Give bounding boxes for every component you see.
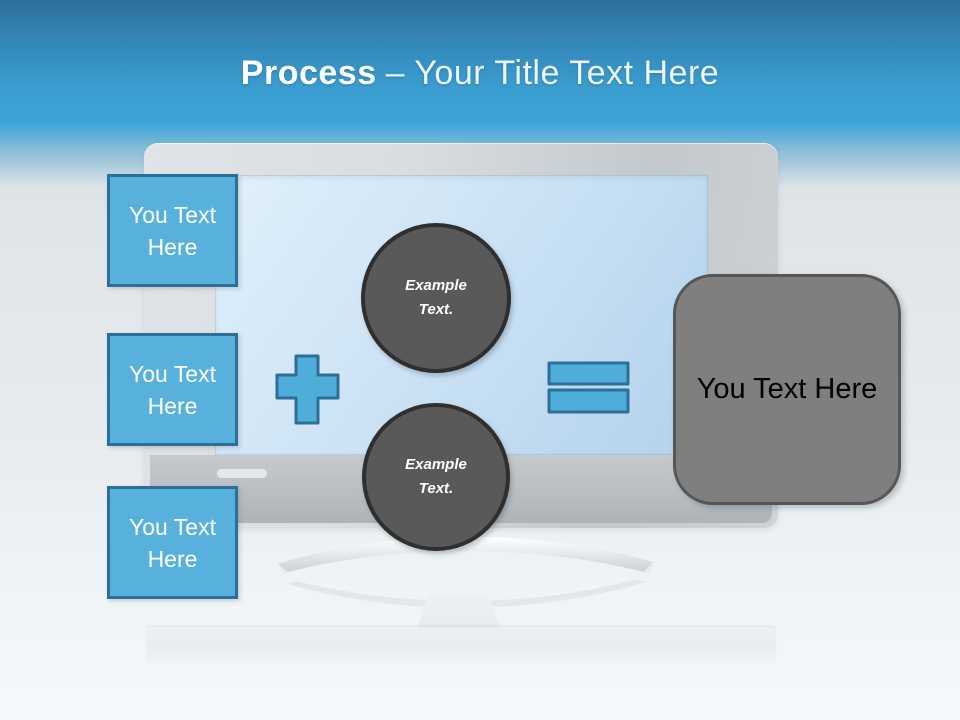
tv-stand-neck xyxy=(417,595,500,630)
slide-title-rest: – Your Title Text Here xyxy=(385,54,720,92)
example-circle-2: Example Text. xyxy=(362,403,510,551)
tv-base-shadow xyxy=(147,627,775,662)
example-circle-2-label: Example Text. xyxy=(405,456,467,497)
input-box-2-label: You Text Here xyxy=(129,360,216,419)
slide-title: Process– Your Title Text Here xyxy=(0,54,960,93)
example-circle-1-label: Example Text. xyxy=(405,277,467,318)
tv-logo-pill xyxy=(217,469,267,478)
input-box-1-label: You Text Here xyxy=(129,201,216,260)
input-box-2: You Text Here xyxy=(107,333,238,446)
result-box-label: You Text Here xyxy=(696,373,878,405)
input-box-3: You Text Here xyxy=(107,486,238,599)
slide-title-bold: Process xyxy=(240,54,377,92)
example-circle-1: Example Text. xyxy=(361,223,511,373)
result-box: You Text Here xyxy=(673,274,901,505)
equals-icon xyxy=(547,361,630,414)
input-box-3-label: You Text Here xyxy=(129,513,216,572)
tv-stand-icon xyxy=(278,536,653,608)
input-box-1: You Text Here xyxy=(107,174,238,287)
plus-icon xyxy=(275,354,340,425)
